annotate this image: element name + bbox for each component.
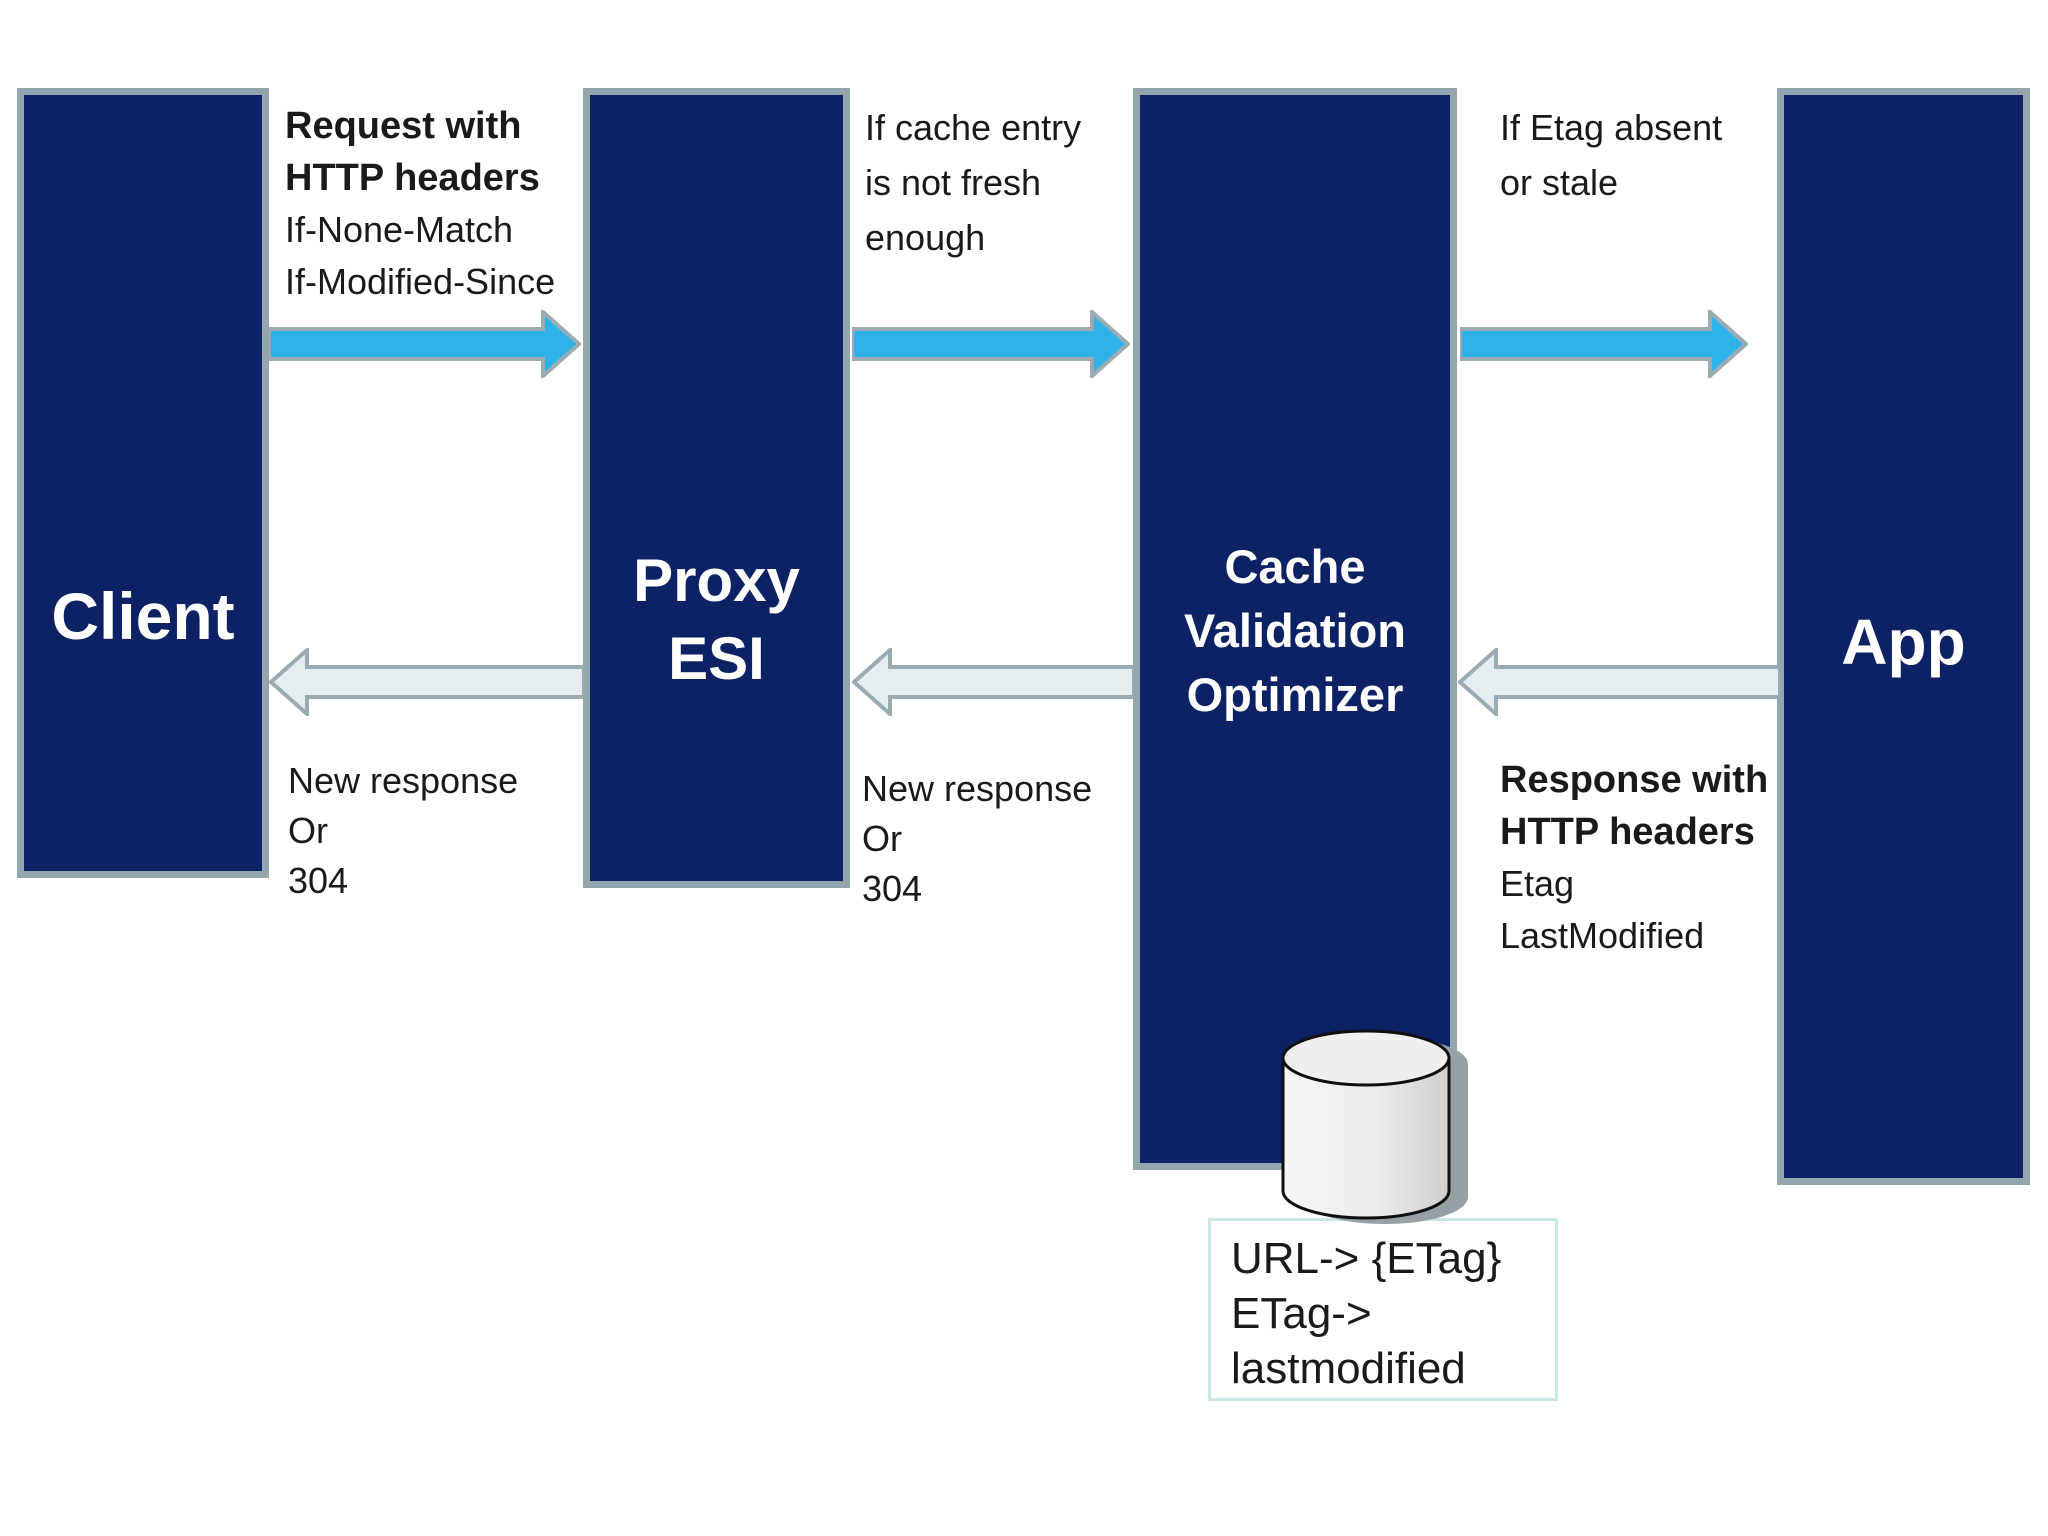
request-headers-note: Request with HTTP headers If-None-Match … bbox=[285, 105, 556, 302]
lifeline-cache-validation-optimizer-column: Cache Validation Optimizer bbox=[1133, 88, 1457, 1170]
arrow-client-to-proxy-icon bbox=[269, 310, 581, 378]
lifeline-proxy-esi-column: Proxy ESI bbox=[583, 88, 850, 888]
cache-freshness-note: If cache entry is not fresh enough bbox=[865, 107, 1082, 258]
cache-validation-optimizer-label: Cache Validation Optimizer bbox=[1184, 540, 1406, 721]
lifeline-app-column: App bbox=[1777, 88, 2030, 1185]
arrow-proxy-to-client-return-icon bbox=[269, 648, 584, 716]
arrow-proxy-to-cvo-icon bbox=[852, 310, 1130, 378]
etag-mapping-note: URL-> {ETag} ETag-> lastmodified bbox=[1208, 1218, 1558, 1401]
new-response-client-note: New response Or 304 bbox=[288, 760, 519, 901]
arrow-cvo-to-proxy-return-icon bbox=[852, 648, 1134, 716]
app-label: App bbox=[1841, 606, 1966, 678]
database-cylinder-icon bbox=[1281, 1029, 1468, 1224]
lifeline-client-column: Client bbox=[17, 88, 269, 878]
new-response-proxy-note: New response Or 304 bbox=[862, 768, 1093, 909]
response-headers-note: Response with HTTP headers Etag LastModi… bbox=[1500, 759, 1769, 956]
arrow-app-to-cvo-return-icon bbox=[1458, 648, 1780, 716]
arrow-cvo-to-app-icon bbox=[1460, 310, 1748, 378]
client-label: Client bbox=[51, 579, 235, 653]
proxy-esi-label: Proxy ESI bbox=[633, 547, 800, 692]
etag-absent-note: If Etag absent or stale bbox=[1500, 107, 1723, 203]
